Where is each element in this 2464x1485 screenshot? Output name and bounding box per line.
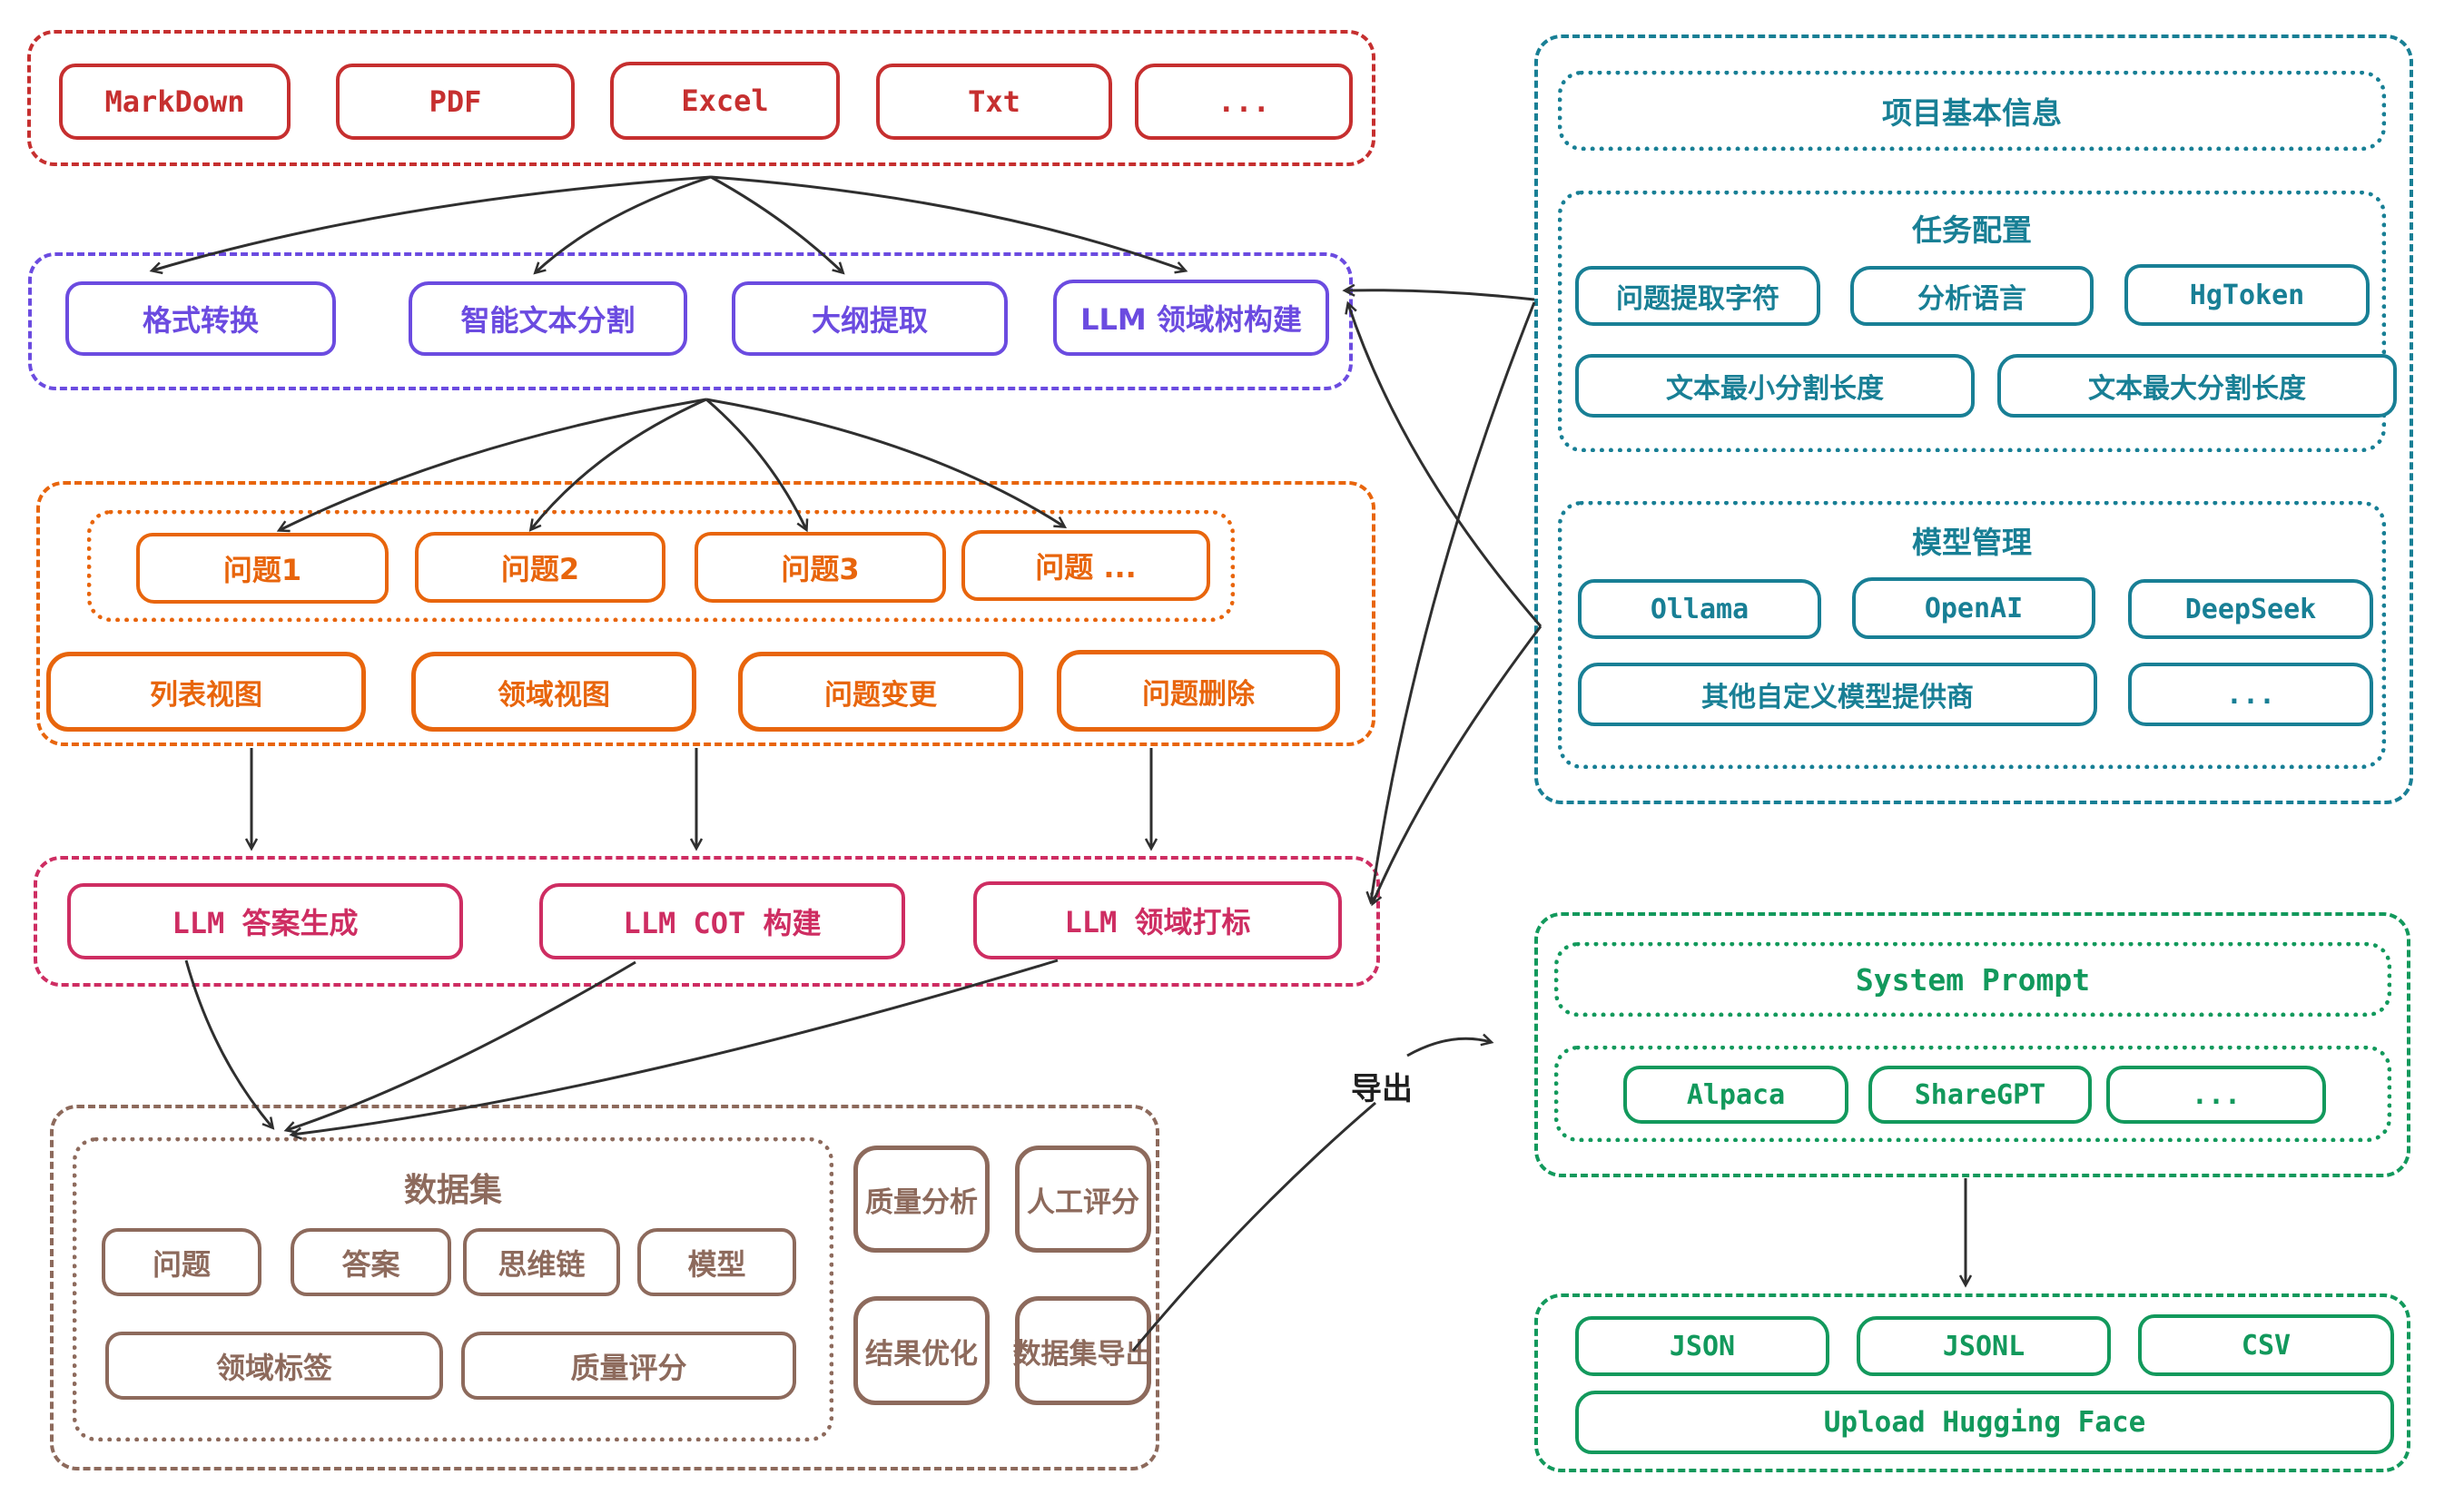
node-excel: Excel bbox=[610, 62, 840, 140]
node-more-models: ... bbox=[2128, 663, 2373, 726]
node-openai: OpenAI bbox=[1852, 577, 2095, 639]
node-outline-extract: 大纲提取 bbox=[732, 281, 1008, 356]
model-mgmt-title: 模型管理 bbox=[1912, 525, 2032, 560]
node-custom-provider: 其他自定义模型提供商 bbox=[1578, 663, 2097, 726]
node-manual-rating: 人工评分 bbox=[1015, 1146, 1151, 1253]
node-analysis-language: 分析语言 bbox=[1850, 266, 2094, 326]
node-quality-analysis: 质量分析 bbox=[853, 1146, 990, 1253]
source-files-group bbox=[27, 30, 1375, 166]
node-llm-domain-tree: LLM 领域树构建 bbox=[1053, 280, 1329, 356]
dataset-title: 数据集 bbox=[403, 1172, 502, 1209]
node-question-field: 问题 bbox=[102, 1228, 261, 1296]
node-quality-score-field: 质量评分 bbox=[461, 1332, 796, 1400]
node-format-convert: 格式转换 bbox=[65, 281, 336, 356]
node-question-3: 问题3 bbox=[695, 532, 946, 603]
node-question-2: 问题2 bbox=[415, 532, 665, 603]
export-config-group bbox=[1534, 912, 2410, 1177]
node-max-split-length: 文本最大分割长度 bbox=[1997, 354, 2397, 418]
node-ollama: Ollama bbox=[1578, 579, 1821, 639]
model-mgmt-subgroup bbox=[1558, 501, 2386, 769]
node-llm-domain-tag: LLM 领域打标 bbox=[973, 881, 1342, 959]
system-prompt-title: System Prompt bbox=[1855, 961, 2091, 998]
task-config-subgroup bbox=[1558, 191, 2386, 452]
node-more-formats: ... bbox=[2106, 1066, 2326, 1124]
node-result-optimize: 结果优化 bbox=[853, 1296, 990, 1405]
node-cot-field: 思维链 bbox=[463, 1228, 620, 1296]
node-txt: Txt bbox=[876, 64, 1112, 140]
node-sharegpt: ShareGPT bbox=[1868, 1066, 2092, 1124]
file-export-group bbox=[1534, 1293, 2410, 1472]
node-question-1: 问题1 bbox=[136, 533, 389, 604]
node-domain-view: 领域视图 bbox=[411, 652, 696, 732]
node-dataset-export: 数据集导出 bbox=[1013, 1296, 1154, 1405]
node-upload-huggingface: Upload Hugging Face bbox=[1575, 1391, 2394, 1454]
node-model-field: 模型 bbox=[637, 1228, 796, 1296]
node-domain-label-field: 领域标签 bbox=[105, 1332, 443, 1400]
project-info-subgroup bbox=[1558, 71, 2386, 151]
node-smart-text-split: 智能文本分割 bbox=[409, 281, 687, 356]
node-list-view: 列表视图 bbox=[46, 652, 366, 732]
format-subgroup bbox=[1554, 1046, 2391, 1142]
project-info-title: 项目基本信息 bbox=[1882, 95, 2062, 131]
node-pdf: PDF bbox=[336, 64, 575, 140]
node-hgtoken: HgToken bbox=[2124, 264, 2370, 326]
node-alpaca: Alpaca bbox=[1623, 1066, 1848, 1124]
node-llm-answer-gen: LLM 答案生成 bbox=[67, 883, 463, 959]
node-jsonl: JSONL bbox=[1857, 1316, 2111, 1376]
node-csv: CSV bbox=[2138, 1314, 2394, 1376]
node-markdown: MarkDown bbox=[59, 64, 291, 140]
task-config-title: 任务配置 bbox=[1912, 212, 2032, 248]
node-json: JSON bbox=[1575, 1316, 1829, 1376]
node-question-extract-chars: 问题提取字符 bbox=[1575, 266, 1820, 326]
node-question-change: 问题变更 bbox=[738, 652, 1023, 732]
node-question-more: 问题 ... bbox=[961, 530, 1210, 601]
node-question-delete: 问题删除 bbox=[1057, 650, 1340, 732]
node-deepseek: DeepSeek bbox=[2128, 579, 2373, 639]
node-answer-field: 答案 bbox=[291, 1228, 451, 1296]
node-min-split-length: 文本最小分割长度 bbox=[1575, 354, 1975, 418]
dataset-subgroup bbox=[73, 1137, 833, 1441]
system-prompt-subgroup bbox=[1554, 942, 2391, 1017]
node-more-sources: ... bbox=[1135, 64, 1353, 140]
node-llm-cot-build: LLM COT 构建 bbox=[539, 883, 905, 959]
export-arrow-label: 导出 bbox=[1351, 1071, 1413, 1107]
